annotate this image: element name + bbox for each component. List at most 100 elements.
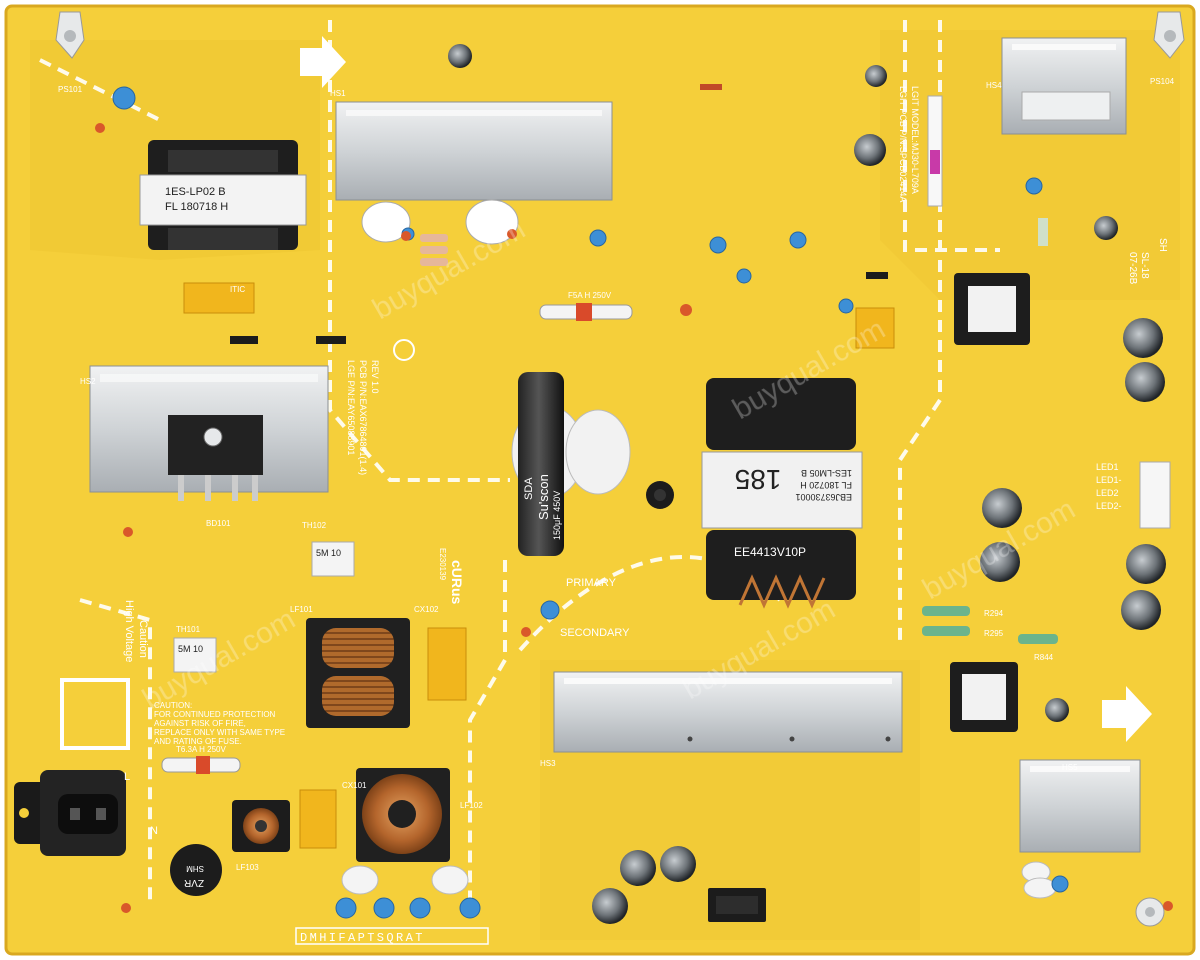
caution-line-3: AGAINST RISK OF FIRE, <box>154 719 246 728</box>
transformer-big-label-2: 1ES-LM05 B <box>801 468 852 478</box>
barcode-sticker <box>927 95 943 207</box>
label-led2m: LED2- <box>1096 501 1122 511</box>
heatsink-top-center <box>335 101 613 245</box>
label-hs4: HS4 <box>986 81 1002 90</box>
varistor-zvr: ZVR SHM <box>170 844 222 896</box>
label-primary: PRIMARY <box>566 577 617 589</box>
fuse-aux-label: F5A H 250V <box>568 291 612 300</box>
orange-caps <box>95 123 1173 913</box>
resistors-top <box>420 234 448 266</box>
standby-transformer: 1ES-LP02 B FL 180718 H <box>139 140 307 250</box>
label-lf101: LF101 <box>290 605 313 614</box>
output-inductor-1 <box>954 273 1030 345</box>
fuse-aux: F5A H 250V <box>539 291 633 321</box>
zvr-label-1: ZVR <box>184 877 204 888</box>
label-sl-mark: SL-18 <box>1139 252 1150 279</box>
label-lge-1: REV 1.0 <box>370 360 380 394</box>
flow-arrow-top <box>300 36 346 88</box>
label-hs2: HS2 <box>80 377 96 386</box>
label-lf103: LF103 <box>236 863 259 872</box>
glue-blobs <box>341 861 1057 899</box>
heatsink-bottom-center <box>553 671 903 753</box>
label-th102: TH102 <box>302 521 327 530</box>
label-r294: R294 <box>984 609 1004 618</box>
label-n: N <box>150 825 158 837</box>
transformer-big-label-3: FL 180720 H <box>800 480 852 490</box>
bulk-capacitor: Su'scon SDA 150μF 450V <box>511 372 631 556</box>
label-hs5: HS5 <box>1062 763 1078 772</box>
cap-series-label: SDA <box>523 477 535 500</box>
label-model-1: LGIT MODEL:MJ30-L709A <box>910 86 920 194</box>
label-r295: R295 <box>984 629 1004 638</box>
label-cx102: CX102 <box>414 605 439 614</box>
label-cert-2: E230139 <box>438 548 447 581</box>
diodes <box>230 84 1048 344</box>
cap-rating-label: 150μF 450V <box>552 491 562 540</box>
heatsink-top-right <box>1001 37 1127 135</box>
mount-hole-top-right <box>1153 11 1185 59</box>
label-cert-1: cURus <box>449 560 465 605</box>
label-l: L <box>124 771 130 783</box>
label-sh-mark: SH <box>1157 238 1168 252</box>
caution-line-1: CAUTION: <box>154 701 192 710</box>
label-lge-2: PCB P/N:EAX67864801(1.4) <box>358 360 368 475</box>
flow-arrow-right <box>1102 686 1152 742</box>
bottom-connector <box>708 888 766 922</box>
heatsink-left <box>89 365 329 501</box>
resistors-right: R294 R295 R844 <box>922 606 1058 662</box>
label-r844: R844 <box>1034 653 1054 662</box>
thermistor-th102: 5M 10 <box>311 541 355 577</box>
code-strip: DMHIFAPTSQRAT <box>295 927 489 945</box>
transformer-big-label-4: EBJ63730001 <box>795 492 852 502</box>
label-caution-hv-1: Caution <box>137 620 149 658</box>
zvr-label-2: SHM <box>186 864 204 873</box>
label-lge-3: LGE P/N:EAY65088901 <box>346 360 356 455</box>
label-secondary: SECONDARY <box>560 627 630 639</box>
th101-value: 5M 10 <box>178 644 203 654</box>
output-capacitors <box>448 44 1166 924</box>
caution-line-5: AND RATING OF FUSE. <box>154 737 242 746</box>
core-marking: EE4413V10P <box>734 545 806 559</box>
label-led1: LED1 <box>1096 462 1119 472</box>
label-ps104: PS104 <box>1150 77 1175 86</box>
label-date-mark: 07-26B <box>1127 252 1138 285</box>
thermistor-th101: 5M 10 <box>173 637 217 673</box>
mount-hole-top-left <box>55 11 85 59</box>
line-filter-1 <box>306 618 410 728</box>
transformer-big-number: 185 <box>735 464 782 495</box>
silk-box <box>60 678 130 750</box>
rivet-center <box>646 481 674 509</box>
code-strip-text: DMHIFAPTSQRAT <box>300 931 425 945</box>
transformer-small-label-1: 1ES-LP02 B <box>165 186 226 198</box>
label-led2: LED2 <box>1096 488 1119 498</box>
mount-hole-bottom-right <box>1135 897 1165 927</box>
label-lf102: LF102 <box>460 801 483 810</box>
lg-logo <box>393 339 415 361</box>
label-cx101: CX101 <box>342 781 367 790</box>
label-hs1: HS1 <box>330 89 346 98</box>
label-caution-hv-2: High Voltage <box>123 600 135 662</box>
label-ps101: PS101 <box>58 85 83 94</box>
fuse-main: T6.3A H 250V <box>161 745 241 774</box>
caution-line-2: FOR CONTINUED PROTECTION <box>154 710 276 719</box>
line-filter-2 <box>356 768 450 862</box>
ac-inlet: L N <box>14 770 158 856</box>
line-filter-3 <box>232 800 290 852</box>
th102-value: 5M 10 <box>316 548 341 558</box>
label-model-2: LGIT PCB P/N:SPCB02414A <box>898 86 908 202</box>
label-hs3: HS3 <box>540 759 556 768</box>
caution-line-4: REPLACE ONLY WITH SAME TYPE <box>154 728 285 737</box>
output-inductor-2 <box>950 662 1018 732</box>
led-connector: LED1 LED1- LED2 LED2- <box>1096 461 1171 529</box>
main-transformer: 185 1ES-LM05 B FL 180720 H EBJ63730001 E… <box>701 378 863 609</box>
film-capacitors <box>183 282 895 849</box>
heatsink-bottom-right <box>1019 759 1141 853</box>
fuse-main-label: T6.3A H 250V <box>176 745 226 754</box>
cap-brand-label: Su'scon <box>536 474 551 520</box>
label-led1m: LED1- <box>1096 475 1122 485</box>
label-bd101: BD101 <box>206 519 231 528</box>
label-th101: TH101 <box>176 625 201 634</box>
transformer-small-label-2: FL 180718 H <box>165 201 228 213</box>
label-ic: ITIC <box>230 285 245 294</box>
